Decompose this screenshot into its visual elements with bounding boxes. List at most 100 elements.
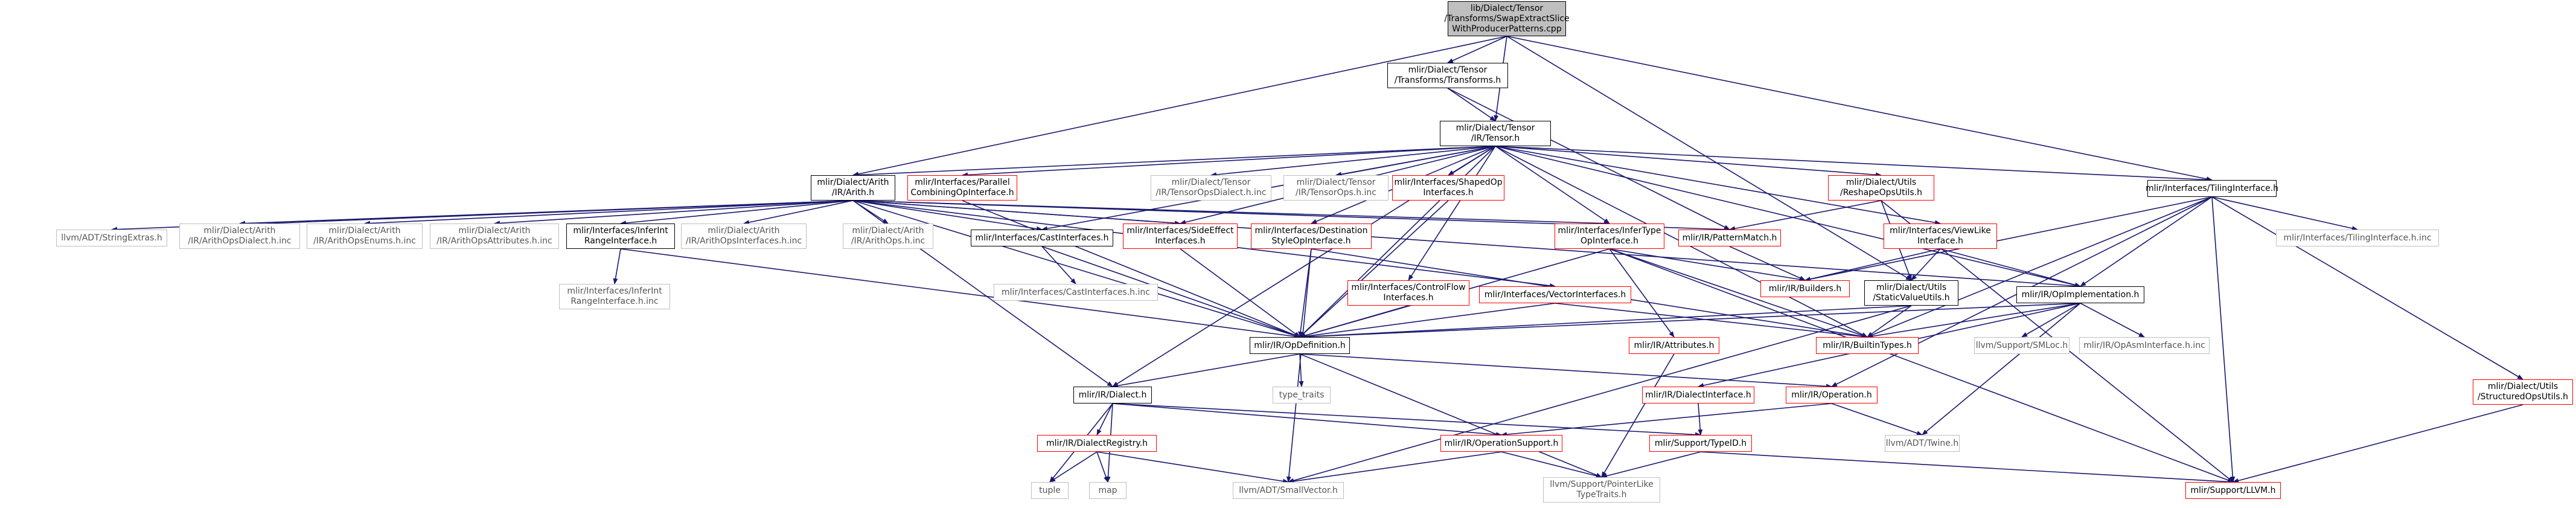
edge-tensor-h-to-view-like xyxy=(1495,146,1941,225)
node-dialect-iface[interactable]: mlir/IR/DialectInterface.h xyxy=(1642,387,1754,404)
node-builtin-types[interactable]: mlir/IR/BuiltinTypes.h xyxy=(1816,337,1919,354)
node-arith-ops-inc: mlir/Dialect/Arith /IR/ArithOps.h.inc xyxy=(843,223,933,249)
node-shaped-op[interactable]: mlir/Interfaces/ShapedOp Interfaces.h xyxy=(1392,175,1504,201)
edge-operation-support-to-pointer-like xyxy=(1501,451,1602,478)
edge-arith-h-to-cast-ifaces xyxy=(852,200,1043,231)
edge-tensor-h-to-parallel-combining xyxy=(962,146,1496,178)
node-op-definition[interactable]: mlir/IR/OpDefinition.h xyxy=(1250,337,1350,354)
edge-tiling-if-to-op-impl xyxy=(2080,196,2213,287)
edge-operation-h-to-twine xyxy=(1831,403,1923,436)
node-smloc: llvm/Support/SMLoc.h xyxy=(1974,337,2069,354)
edge-static-value-to-small-vector xyxy=(1288,305,1912,483)
edge-arith-h-to-op-definition xyxy=(852,200,1300,338)
edge-type-id-to-pointer-like xyxy=(1601,451,1701,478)
node-tensor-h[interactable]: mlir/Dialect/Tensor /IR/Tensor.h xyxy=(1440,121,1551,146)
node-reshape-ops[interactable]: mlir/Dialect/Utils /ReshapeOpsUtils.h xyxy=(1828,175,1934,201)
node-infer-int-range-inc: mlir/Interfaces/InferInt RangeInterface.… xyxy=(559,284,670,309)
edge-arith-h-to-arith-ops-enums xyxy=(364,200,854,226)
edge-side-effect-to-op-definition xyxy=(1180,248,1300,338)
edge-attributes-to-pointer-like xyxy=(1601,353,1675,478)
edge-op-definition-to-dialect-h xyxy=(1112,353,1300,388)
node-root: lib/Dialect/Tensor /Transforms/SwapExtra… xyxy=(1444,1,1570,36)
node-cast-ifaces-inc: mlir/Interfaces/CastInterfaces.h.inc xyxy=(994,284,1158,301)
edge-view-like-to-builders xyxy=(1804,248,1941,281)
edge-tiling-if-to-llvm-support xyxy=(2211,196,2236,483)
node-tiling-if-inc: mlir/Interfaces/TilingInterface.h.inc xyxy=(2276,230,2439,246)
node-dialect-h[interactable]: mlir/IR/Dialect.h xyxy=(1073,387,1152,404)
edge-pattern-match-to-builders xyxy=(1729,246,1806,281)
node-small-vector: llvm/ADT/SmallVector.h xyxy=(1233,482,1344,499)
node-operation-support[interactable]: mlir/IR/OperationSupport.h xyxy=(1440,435,1562,452)
edge-infer-int-range-to-op-definition xyxy=(620,248,1300,339)
node-pointer-like: llvm/Support/PointerLike TypeTraits.h xyxy=(1543,477,1660,503)
edge-tiling-if-to-structured-ops xyxy=(2211,196,2523,380)
edge-cast-ifaces-to-cast-ifaces-inc xyxy=(1041,246,1076,285)
edge-infer-type-to-llvm-support xyxy=(1609,248,2234,483)
node-attributes[interactable]: mlir/IR/Attributes.h xyxy=(1629,337,1719,354)
node-cast-ifaces[interactable]: mlir/Interfaces/CastInterfaces.h xyxy=(971,230,1113,246)
node-infer-type[interactable]: mlir/Interfaces/InferType OpInterface.h xyxy=(1555,223,1664,249)
node-infer-int-range[interactable]: mlir/Interfaces/InferInt RangeInterface.… xyxy=(566,223,675,249)
edge-cast-ifaces-to-op-definition xyxy=(1041,246,1300,338)
edge-infer-type-to-attributes xyxy=(1609,248,1675,338)
edge-type-id-to-llvm-support xyxy=(1700,451,2234,484)
edge-tiling-if-to-builders xyxy=(1804,196,2213,282)
node-map: map xyxy=(1089,482,1127,499)
edge-tensor-h-to-tiling-if xyxy=(1495,146,2213,182)
edge-view-like-to-op-impl xyxy=(1940,248,2081,288)
node-operation-h[interactable]: mlir/IR/Operation.h xyxy=(1786,387,1878,404)
node-dialect-registry[interactable]: mlir/IR/DialectRegistry.h xyxy=(1037,435,1157,452)
edge-tensor-h-to-infer-type xyxy=(1495,146,1610,224)
edge-op-impl-to-op-definition xyxy=(1299,303,2081,339)
node-tiling-if[interactable]: mlir/Interfaces/TilingInterface.h xyxy=(2146,180,2278,197)
node-arith-ops-attrs: mlir/Dialect/Arith /IR/ArithOpsAttribute… xyxy=(430,223,559,249)
node-op-asm-iface: mlir/IR/OpAsmInterface.h.inc xyxy=(2079,337,2210,354)
node-llvm-support[interactable]: mlir/Support/LLVM.h xyxy=(2185,482,2281,499)
node-side-effect[interactable]: mlir/Interfaces/SideEffect Interfaces.h xyxy=(1123,223,1238,249)
node-tensor-ops-inc: mlir/Dialect/Tensor /IR/TensorOps.h.inc xyxy=(1283,175,1389,201)
edge-dialect-h-to-type-id xyxy=(1112,403,1701,437)
node-pattern-match[interactable]: mlir/IR/PatternMatch.h xyxy=(1678,230,1781,246)
node-arith-ops-ifaces: mlir/Dialect/Arith /IR/ArithOpsInterface… xyxy=(681,223,807,249)
edge-dialect-h-to-dialect-registry xyxy=(1096,403,1113,436)
node-structured-ops[interactable]: mlir/Dialect/Utils /StructuredOpsUtils.h xyxy=(2473,379,2573,405)
edge-dialect-iface-to-type-id xyxy=(1698,403,1703,436)
node-type-id[interactable]: mlir/Support/TypeID.h xyxy=(1649,435,1752,452)
edge-operation-support-to-small-vector xyxy=(1288,451,1502,484)
edge-transforms-h-to-tensor-h xyxy=(1447,88,1496,121)
node-string-extras: llvm/ADT/StringExtras.h xyxy=(56,230,167,246)
edge-view-like-to-static-value xyxy=(1911,248,1941,281)
edge-op-definition-to-type-traits xyxy=(1299,353,1304,387)
node-vector-ifaces[interactable]: mlir/Interfaces/VectorInterfaces.h xyxy=(1479,286,1631,303)
edge-shaped-op-to-op-definition xyxy=(1299,200,1449,338)
node-transforms-h[interactable]: mlir/Dialect/Tensor /Transforms/Transfor… xyxy=(1387,63,1508,88)
node-builders[interactable]: mlir/IR/Builders.h xyxy=(1760,280,1850,297)
node-tensor-ops-dialect: mlir/Dialect/Tensor /IR/TensorOpsDialect… xyxy=(1151,175,1271,201)
edge-op-impl-to-op-asm-iface xyxy=(2080,303,2145,338)
edge-arith-h-to-arith-ops-ifaces xyxy=(743,200,854,225)
node-static-value[interactable]: mlir/Dialect/Utils /StaticValueUtils.h xyxy=(1864,280,1958,306)
edge-structured-ops-to-llvm-support xyxy=(2232,404,2523,483)
node-parallel-combining[interactable]: mlir/Interfaces/Parallel CombiningOpInte… xyxy=(907,175,1017,201)
edge-tiling-if-to-builtin-types xyxy=(1867,196,2213,338)
edge-dialect-registry-to-tuple xyxy=(1049,451,1098,483)
edge-infer-type-to-builders xyxy=(1609,248,1806,282)
edge-dialect-registry-to-small-vector xyxy=(1096,451,1289,484)
node-arith-h[interactable]: mlir/Dialect/Arith /IR/Arith.h xyxy=(811,175,895,201)
edge-destination-style-to-small-vector xyxy=(1286,248,1312,483)
node-twine: llvm/ADT/Twine.h xyxy=(1885,435,1960,452)
edge-arith-h-to-arith-ops-dialect xyxy=(239,200,854,226)
node-control-flow[interactable]: mlir/Interfaces/ControlFlow Interfaces.h xyxy=(1347,280,1469,306)
edge-op-impl-to-smloc xyxy=(2021,303,2081,338)
edge-tensor-h-to-arith-h xyxy=(852,146,1496,178)
edge-vector-ifaces-to-builtin-types xyxy=(1555,303,1868,339)
node-view-like[interactable]: mlir/Interfaces/ViewLike Interface.h xyxy=(1884,223,1997,249)
node-arith-ops-enums: mlir/Dialect/Arith /IR/ArithOpsEnums.h.i… xyxy=(307,223,423,249)
edge-root-to-transforms-h xyxy=(1447,36,1507,63)
node-type-traits: type_traits xyxy=(1273,387,1331,404)
edge-op-impl-to-twine xyxy=(1922,303,2081,436)
edge-operation-h-to-operation-support xyxy=(1501,403,1832,437)
edge-static-value-to-op-definition xyxy=(1299,305,1912,339)
node-op-impl[interactable]: mlir/IR/OpImplementation.h xyxy=(2016,286,2144,303)
node-destination-style[interactable]: mlir/Interfaces/Destination StyleOpInter… xyxy=(1251,223,1372,249)
